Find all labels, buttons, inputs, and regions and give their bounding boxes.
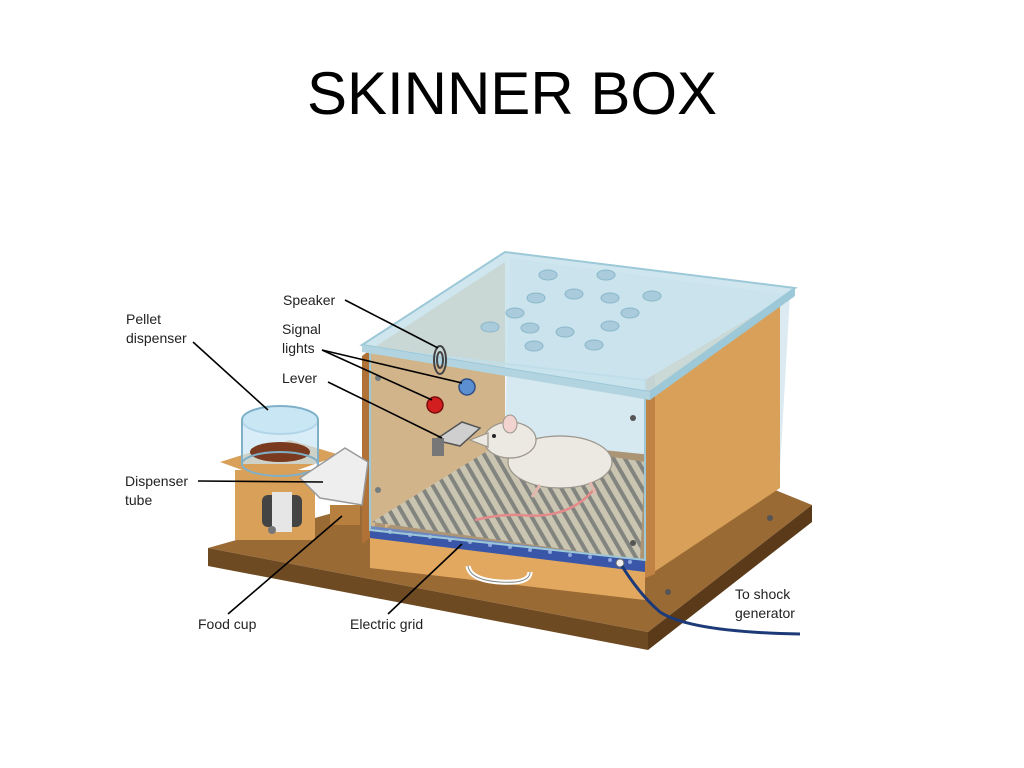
label-signal-lights-line1: Signal [282, 321, 321, 337]
slide-title: SKINNER BOX [306, 60, 718, 127]
label-to-shock-line2: generator [735, 605, 795, 621]
label-signal-lights-line2: lights [282, 340, 315, 356]
speaker-icon [433, 345, 447, 375]
label-dispenser-tube-line2: tube [125, 492, 152, 508]
lever-icon [432, 421, 482, 456]
label-lever: Lever [282, 370, 317, 386]
dispenser-tube [298, 447, 369, 506]
label-pellet-dispenser-line2: dispenser [126, 330, 187, 346]
leader-lines [192, 299, 463, 615]
glass-lid [359, 250, 798, 400]
label-pellet-dispenser-line1: Pellet [126, 311, 161, 327]
signal-light-blue-icon [458, 378, 476, 396]
label-food-cup: Food cup [198, 616, 257, 632]
label-electric-grid: Electric grid [350, 616, 423, 632]
label-to-shock-line1: To shock [735, 586, 791, 602]
label-speaker: Speaker [283, 292, 335, 308]
label-dispenser-tube-line1: Dispenser [125, 473, 188, 489]
signal-light-red-icon [426, 396, 444, 414]
corner-bolts [630, 415, 636, 546]
rat-illustration [468, 414, 613, 522]
shock-cable [615, 558, 801, 636]
